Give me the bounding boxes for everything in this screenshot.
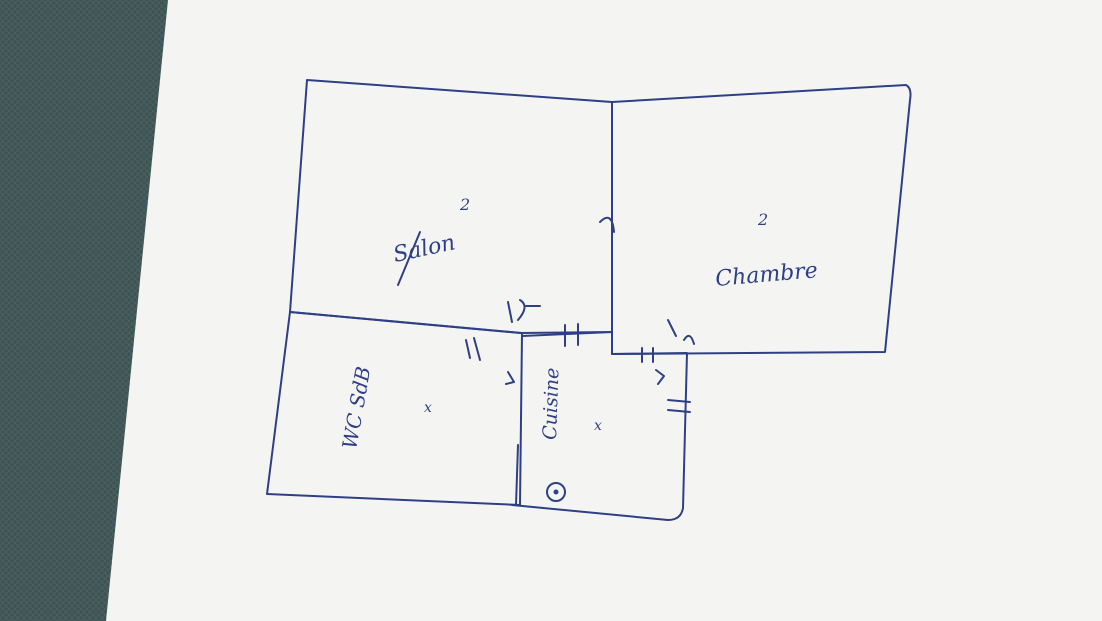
cuisine-partition-line bbox=[515, 444, 519, 506]
cuisine-room-outline bbox=[511, 331, 688, 521]
opening-mark-chambre-cuisine bbox=[641, 347, 654, 363]
appliance-center-dot bbox=[553, 489, 559, 495]
cuisine-label: Cuisine bbox=[539, 367, 564, 440]
door-mark-salon bbox=[507, 299, 541, 323]
chambre-room-outline bbox=[611, 84, 912, 355]
chambre-mark: 2 bbox=[757, 210, 768, 229]
appliance-circle-icon bbox=[546, 482, 566, 502]
opening-mark-salon-cuisine bbox=[564, 323, 579, 347]
door-mark-salon-chambre bbox=[599, 216, 615, 233]
door-mark-chambre bbox=[667, 319, 695, 345]
cuisine-tick bbox=[655, 369, 665, 385]
salon-label-strike bbox=[397, 231, 421, 286]
cuisine-mark: x bbox=[594, 418, 602, 434]
wc-mark: x bbox=[424, 400, 432, 416]
door-mark-wc bbox=[465, 337, 481, 361]
wc-partition-tick bbox=[505, 371, 515, 385]
opening-mark-cuisine-right bbox=[667, 399, 691, 413]
paper-sheet bbox=[106, 0, 1102, 621]
salon-mark: 2 bbox=[459, 195, 470, 214]
